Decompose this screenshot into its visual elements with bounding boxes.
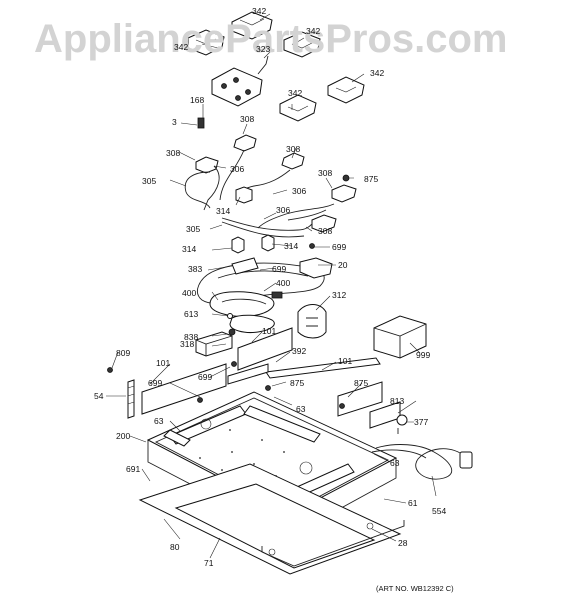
callout-label: 875 [354,378,368,388]
callout-label: 308 [286,144,300,154]
callout-label: 875 [290,378,304,388]
callout-label: 101 [262,326,276,336]
callout-label: 809 [116,348,130,358]
callout-label: 554 [432,506,446,516]
callout-label: 342 [306,26,320,36]
callout-label: 54 [94,391,104,401]
callout-label: 101 [338,356,352,366]
callout-label: 699 [332,242,346,252]
callout-label: 20 [338,260,348,270]
callout-label: 306 [230,164,244,174]
callout-label: 383 [188,264,202,274]
brackets-and-panels [107,327,401,429]
callout-label: 28 [398,538,408,548]
callout-label: 400 [182,288,196,298]
callout-label: 400 [276,278,290,288]
callout-labels: 342 342 323 342 342 342 168 3 308 308 30… [94,6,446,568]
callout-label: 63 [296,404,306,414]
callout-label: 71 [204,558,214,568]
callout-label: 101 [156,358,170,368]
art-number: (ART NO. WB12392 C) [376,584,454,593]
callout-label: 314 [284,241,298,251]
callout-label: 318 [180,339,194,349]
callout-label: 342 [174,42,188,52]
callout-label: 63 [154,416,164,426]
power-cord [371,414,473,480]
exploded-parts-drawing [106,11,473,575]
callout-label: 699 [148,378,162,388]
callout-label: 308 [318,226,332,236]
callout-label: 306 [276,205,290,215]
callout-label: 80 [170,542,180,552]
callout-label: 342 [288,88,302,98]
callout-label: 377 [414,417,428,427]
callout-label: 392 [292,346,306,356]
callout-label: 168 [190,95,204,105]
callout-label: 314 [216,206,230,216]
callout-label: 699 [198,372,212,382]
callout-label: 3 [172,117,177,127]
callout-label: 308 [240,114,254,124]
callout-label: 838 [184,332,198,342]
callout-label: 312 [332,290,346,300]
callout-label: 200 [116,431,130,441]
callout-label: 691 [126,464,140,474]
watermark-text: AppliancePartsPros.com [34,17,508,61]
callout-label: 699 [272,264,286,274]
boxes [195,315,427,359]
callout-label: 342 [370,68,384,78]
callout-label: 813 [390,396,404,406]
leader-lines [106,13,437,559]
callout-label: 308 [166,148,180,158]
manifold-assembly [197,257,333,339]
callout-label: 308 [318,168,332,178]
callout-label: 875 [364,174,378,184]
callout-label: 999 [416,350,430,360]
callout-label: 305 [186,224,200,234]
callout-label: 305 [142,176,156,186]
callout-label: 314 [182,244,196,254]
callout-label: 306 [292,186,306,196]
callout-label: 323 [256,44,270,54]
valves-and-tubing [184,117,357,254]
callout-label: 61 [408,498,418,508]
gaskets [138,463,405,575]
callout-label: 613 [184,309,198,319]
burner-cap-parts [187,11,365,122]
callout-label: 63 [390,458,400,468]
callout-label: 342 [252,6,266,16]
